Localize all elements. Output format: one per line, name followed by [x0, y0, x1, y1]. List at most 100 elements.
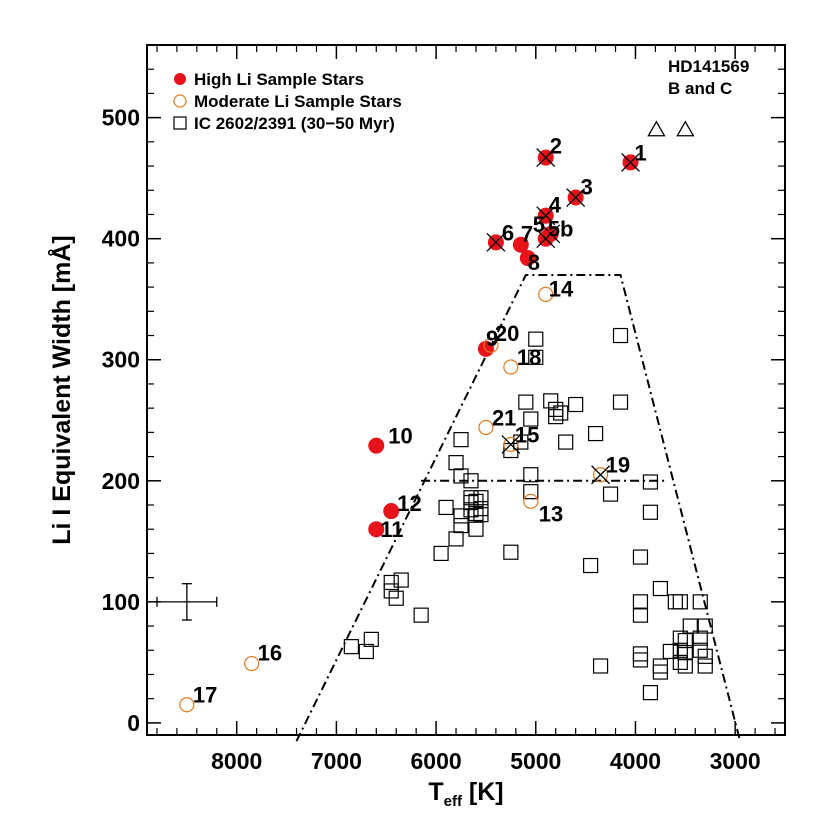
- ic2602-point: [612, 327, 629, 344]
- high-li-point: [512, 236, 529, 253]
- ic2602-point: [503, 442, 519, 459]
- x-mark: [536, 229, 556, 249]
- star-label-5b: 5b: [548, 217, 574, 242]
- x-tick-label: 6000: [411, 748, 462, 774]
- ic2602-point: [677, 658, 693, 674]
- ic2602-point: [602, 486, 619, 502]
- x-axis-label-unit: [K]: [462, 778, 504, 806]
- moderate-li-point: [592, 467, 609, 483]
- ic2602-series: [343, 327, 713, 701]
- annotation: HD141569 B and C: [647, 57, 749, 137]
- x-tick-label: 3000: [710, 748, 761, 774]
- ic2602-point: [438, 499, 454, 516]
- moderate-li-point: [244, 655, 260, 672]
- high-li-point: [477, 340, 494, 357]
- ic2602-point: [672, 654, 688, 670]
- ic2602-point: [473, 507, 489, 523]
- ic2602-point: [548, 409, 564, 425]
- ic2602-point: [652, 580, 668, 597]
- ic2602-point: [642, 504, 659, 520]
- ic2602-point: [433, 545, 449, 562]
- y-tick-label: 0: [127, 710, 140, 736]
- ic2602-point: [632, 607, 649, 623]
- y-axis-label: Li I Equivalent Width [mÅ]: [47, 235, 76, 545]
- moderate-li-point: [523, 493, 539, 509]
- ic2602-point: [672, 594, 688, 610]
- ic2602-point: [697, 648, 713, 664]
- ic2602-point: [632, 549, 649, 565]
- ic2602-point: [652, 658, 668, 674]
- star-label-5: 5: [533, 212, 545, 237]
- ic2602-point: [662, 643, 678, 660]
- ic2602-point: [677, 645, 693, 661]
- star-label-9: 9: [486, 326, 498, 351]
- sample-star-series: [179, 148, 640, 713]
- ic2602-point: [692, 630, 708, 646]
- high-li-point: [383, 503, 400, 520]
- ic2602-point: [518, 394, 534, 410]
- ic2602-point: [692, 642, 708, 658]
- ic2602-point: [697, 658, 713, 674]
- error-bar: [156, 583, 218, 621]
- moderate-li-point: [538, 286, 554, 302]
- ic2602-point: [672, 642, 688, 658]
- y-tick-label: 200: [102, 468, 140, 494]
- ic2602-point: [652, 664, 668, 680]
- ic2602-point: [413, 607, 429, 623]
- star-label-3: 3: [581, 175, 593, 200]
- x-mark: [486, 232, 506, 252]
- star-label-14: 14: [549, 276, 574, 301]
- x-mark: [591, 465, 611, 485]
- ic2602-point: [528, 331, 544, 347]
- ic2602-point: [523, 484, 539, 500]
- ic2602-point: [632, 652, 649, 668]
- star-label-15: 15: [515, 422, 539, 447]
- star-label-13: 13: [539, 501, 563, 526]
- ic2602-point: [453, 432, 469, 448]
- star-label-8: 8: [528, 250, 540, 275]
- x-tick-label: 4000: [610, 748, 661, 774]
- ic2602-point: [523, 467, 539, 483]
- ic2602-point: [473, 490, 489, 506]
- ic2602-point: [558, 434, 574, 450]
- star-label-21: 21: [492, 406, 516, 431]
- y-tick-label: 300: [102, 347, 140, 373]
- ic2602-point: [592, 658, 609, 674]
- ic2602-point: [388, 590, 404, 606]
- x-tick-label: 8000: [211, 748, 262, 774]
- moderate-li-point: [478, 419, 494, 436]
- ic2602-point: [463, 473, 479, 489]
- star-label-4: 4: [549, 193, 562, 218]
- triangle-point: [647, 120, 666, 137]
- x-tick-label: 5000: [510, 748, 561, 774]
- star-label-10: 10: [388, 424, 412, 449]
- legend-label-moderate-li: Moderate Li Sample Stars: [194, 92, 402, 111]
- annotation-line-1: HD141569: [668, 57, 749, 76]
- y-tick-label: 100: [102, 589, 140, 615]
- ic2602-point: [642, 474, 659, 490]
- x-mark: [536, 148, 556, 168]
- star-label-19: 19: [606, 453, 630, 478]
- star-label-20: 20: [495, 321, 519, 346]
- ic2602-point: [468, 521, 484, 537]
- ic2602-point: [393, 572, 409, 588]
- x-axis-label-sub: eff: [444, 793, 463, 810]
- ic2602-point: [383, 574, 399, 591]
- ic2602-point: [682, 618, 698, 634]
- ic2602-point: [667, 594, 683, 610]
- ic2602-point: [363, 631, 379, 647]
- star-label-11: 11: [380, 517, 403, 542]
- ic2602-point: [503, 544, 519, 560]
- ic2602-point: [358, 643, 374, 660]
- legend-label-high-li: High Li Sample Stars: [194, 70, 364, 89]
- ic2602-point: [448, 455, 464, 471]
- ic2602-point: [448, 531, 464, 547]
- moderate-li-point: [503, 436, 519, 453]
- ic2602-point: [587, 425, 604, 442]
- ic2602-point: [642, 685, 659, 701]
- ic2602-point: [697, 618, 713, 634]
- ic2602-point: [453, 508, 469, 524]
- ic2602-point: [463, 502, 479, 518]
- star-label-2: 2: [550, 134, 562, 159]
